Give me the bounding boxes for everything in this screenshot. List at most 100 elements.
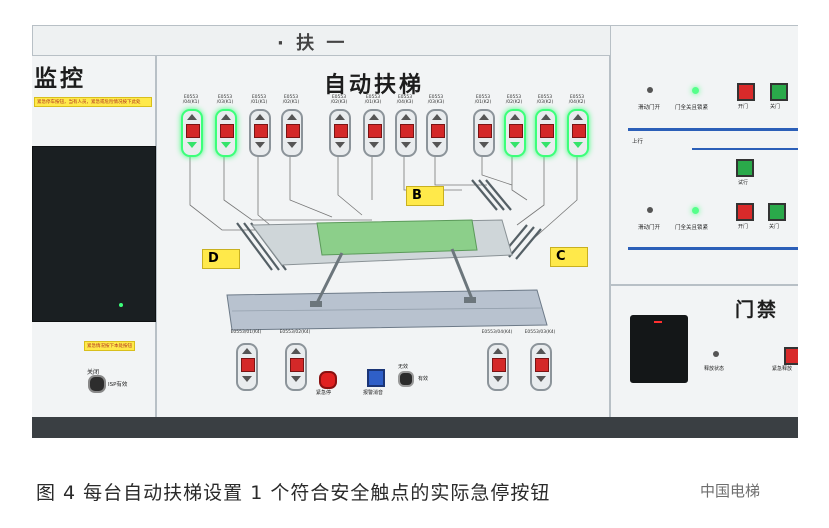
escalator-stop-button-upper-4[interactable] [281, 109, 303, 157]
escalator-stop-button-upper-8[interactable] [426, 109, 448, 157]
stop-square-icon [286, 124, 300, 138]
emergency-stop-button[interactable] [319, 371, 337, 389]
escalator-stop-button-upper-1[interactable] [181, 109, 203, 157]
indicator-lamp-4 [692, 207, 699, 214]
left-key-switch[interactable] [88, 375, 106, 393]
arrow-down-icon [541, 142, 551, 148]
open-door-button-2[interactable] [736, 203, 754, 221]
arrow-down-icon [536, 376, 546, 382]
arrow-up-icon [493, 348, 503, 354]
escalator-stop-button-upper-5[interactable] [329, 109, 351, 157]
close-door-button-2[interactable] [768, 203, 786, 221]
escalator-stop-button-upper-7-label: E0553 /04(K3) [396, 95, 414, 105]
emergency-release-label: 紧急释放 [772, 366, 793, 372]
escalator-stop-button-lower-2-label: E0553/02(K4) [279, 330, 311, 335]
right-upper-panel [610, 25, 798, 285]
stop-square-icon [492, 358, 506, 372]
emergency-stop-label: 紧急停 [316, 390, 332, 396]
escalator-panel-title: 自动扶梯 [324, 73, 425, 98]
right-row1-mid: 门全关且锁紧 [675, 105, 709, 111]
open-door-button[interactable] [737, 83, 755, 101]
stop-square-icon [290, 358, 304, 372]
arrow-down-icon [187, 142, 197, 148]
arrow-up-icon [291, 348, 301, 354]
arrow-up-icon [541, 114, 551, 120]
arrow-up-icon [432, 114, 442, 120]
stop-square-icon [400, 124, 414, 138]
indicator-lamp-1 [647, 87, 653, 93]
panel-bottom-frame [32, 417, 798, 438]
stop-square-icon [241, 358, 255, 372]
access-status-lamp [713, 351, 719, 357]
escalator-stop-button-lower-1[interactable] [236, 343, 258, 391]
escalator-stop-button-lower-4[interactable] [530, 343, 552, 391]
arrow-down-icon [510, 142, 520, 148]
escalator-stop-button-upper-12[interactable] [567, 109, 589, 157]
access-control-title: 门禁 [735, 299, 780, 321]
escalator-stop-button-upper-10-label: E0553 /02(K2) [505, 95, 523, 105]
escalator-stop-button-lower-2[interactable] [285, 343, 307, 391]
right-row1-left: 滑动门开 [638, 105, 661, 111]
access-status-label: 释放状态 [704, 366, 725, 372]
arrow-down-icon [242, 376, 252, 382]
monitor-led [119, 303, 123, 307]
zone-b-tag: B [406, 186, 444, 206]
stop-square-icon [509, 124, 523, 138]
close-door-label-2: 关门 [769, 224, 780, 230]
escalator-stop-button-lower-3[interactable] [487, 343, 509, 391]
key-switch-top-label: 无效 [398, 364, 409, 370]
close-door-button[interactable] [770, 83, 788, 101]
right-row4-mid: 门全关且锁紧 [675, 225, 709, 231]
escalator-stop-button-upper-7[interactable] [395, 109, 417, 157]
card-reader-led [654, 321, 662, 323]
escalator-stop-button-upper-11[interactable] [535, 109, 557, 157]
left-switch-label: 关闭 [87, 369, 100, 376]
escalator-stop-button-lower-3-label: E0553/04(K4) [481, 330, 513, 335]
watermark: 中国电梯 [700, 482, 761, 500]
indicator-lamp-2 [692, 87, 699, 94]
test-run-button[interactable] [736, 159, 754, 177]
emergency-release-button[interactable] [784, 347, 798, 365]
escalator-stop-button-upper-6[interactable] [363, 109, 385, 157]
escalator-diagram [189, 155, 578, 331]
figure-caption: 图 4 每台自动扶梯设置 1 个符合安全触点的实际急停按钮 [36, 482, 551, 504]
arrow-down-icon [221, 142, 231, 148]
arrow-up-icon [510, 114, 520, 120]
warning-sticker-left: 紧急情况按下本处按钮 [84, 341, 135, 351]
upper-platform [316, 219, 478, 256]
key-switch[interactable] [398, 371, 414, 387]
arrow-up-icon [187, 114, 197, 120]
right-row2-label: 上行 [632, 139, 644, 145]
indicator-lamp-3 [647, 207, 653, 213]
left-panel-title: 监控 [34, 66, 86, 92]
zone-d-letter: D [208, 251, 219, 266]
arrow-down-icon [493, 376, 503, 382]
right-row4-left: 滑动门开 [638, 225, 661, 231]
escalator-stop-button-upper-3[interactable] [249, 109, 271, 157]
card-reader[interactable] [630, 315, 688, 383]
escalator-stop-button-upper-9-label: E0553 /01(K2) [474, 95, 492, 105]
arrow-up-icon [536, 348, 546, 354]
arrow-down-icon [335, 142, 345, 148]
blue-divider-3 [628, 247, 798, 250]
arrow-up-icon [255, 114, 265, 120]
panel-photo: · 扶 一 监控 紧急停车按钮，当有人员，紧急或危险情况按下此处 紧急情况按下本… [32, 25, 798, 438]
stop-square-icon [368, 124, 382, 138]
arrow-down-icon [369, 142, 379, 148]
escalator-stop-button-upper-9[interactable] [473, 109, 495, 157]
escalator-stop-button-upper-1-label: E0553 /04(K1) [182, 95, 200, 105]
key-switch-right-label: 有效 [418, 376, 429, 382]
stop-square-icon [431, 124, 445, 138]
alarm-silence-button[interactable] [367, 369, 385, 387]
zone-d-tag: D [202, 249, 240, 269]
arrow-up-icon [335, 114, 345, 120]
lower-platform [226, 289, 548, 331]
monitor-screen [32, 146, 156, 322]
open-door-label-2: 开门 [738, 224, 749, 230]
escalator-stop-button-upper-2-label: E0553 /03(K1) [216, 95, 234, 105]
escalator-stop-button-upper-10[interactable] [504, 109, 526, 157]
escalator-stop-button-lower-1-label: E0553/01(K4) [230, 330, 262, 335]
left-switch-label-right: ISP有效 [108, 382, 128, 388]
escalator-stop-button-upper-2[interactable] [215, 109, 237, 157]
blue-divider-2 [692, 148, 798, 150]
